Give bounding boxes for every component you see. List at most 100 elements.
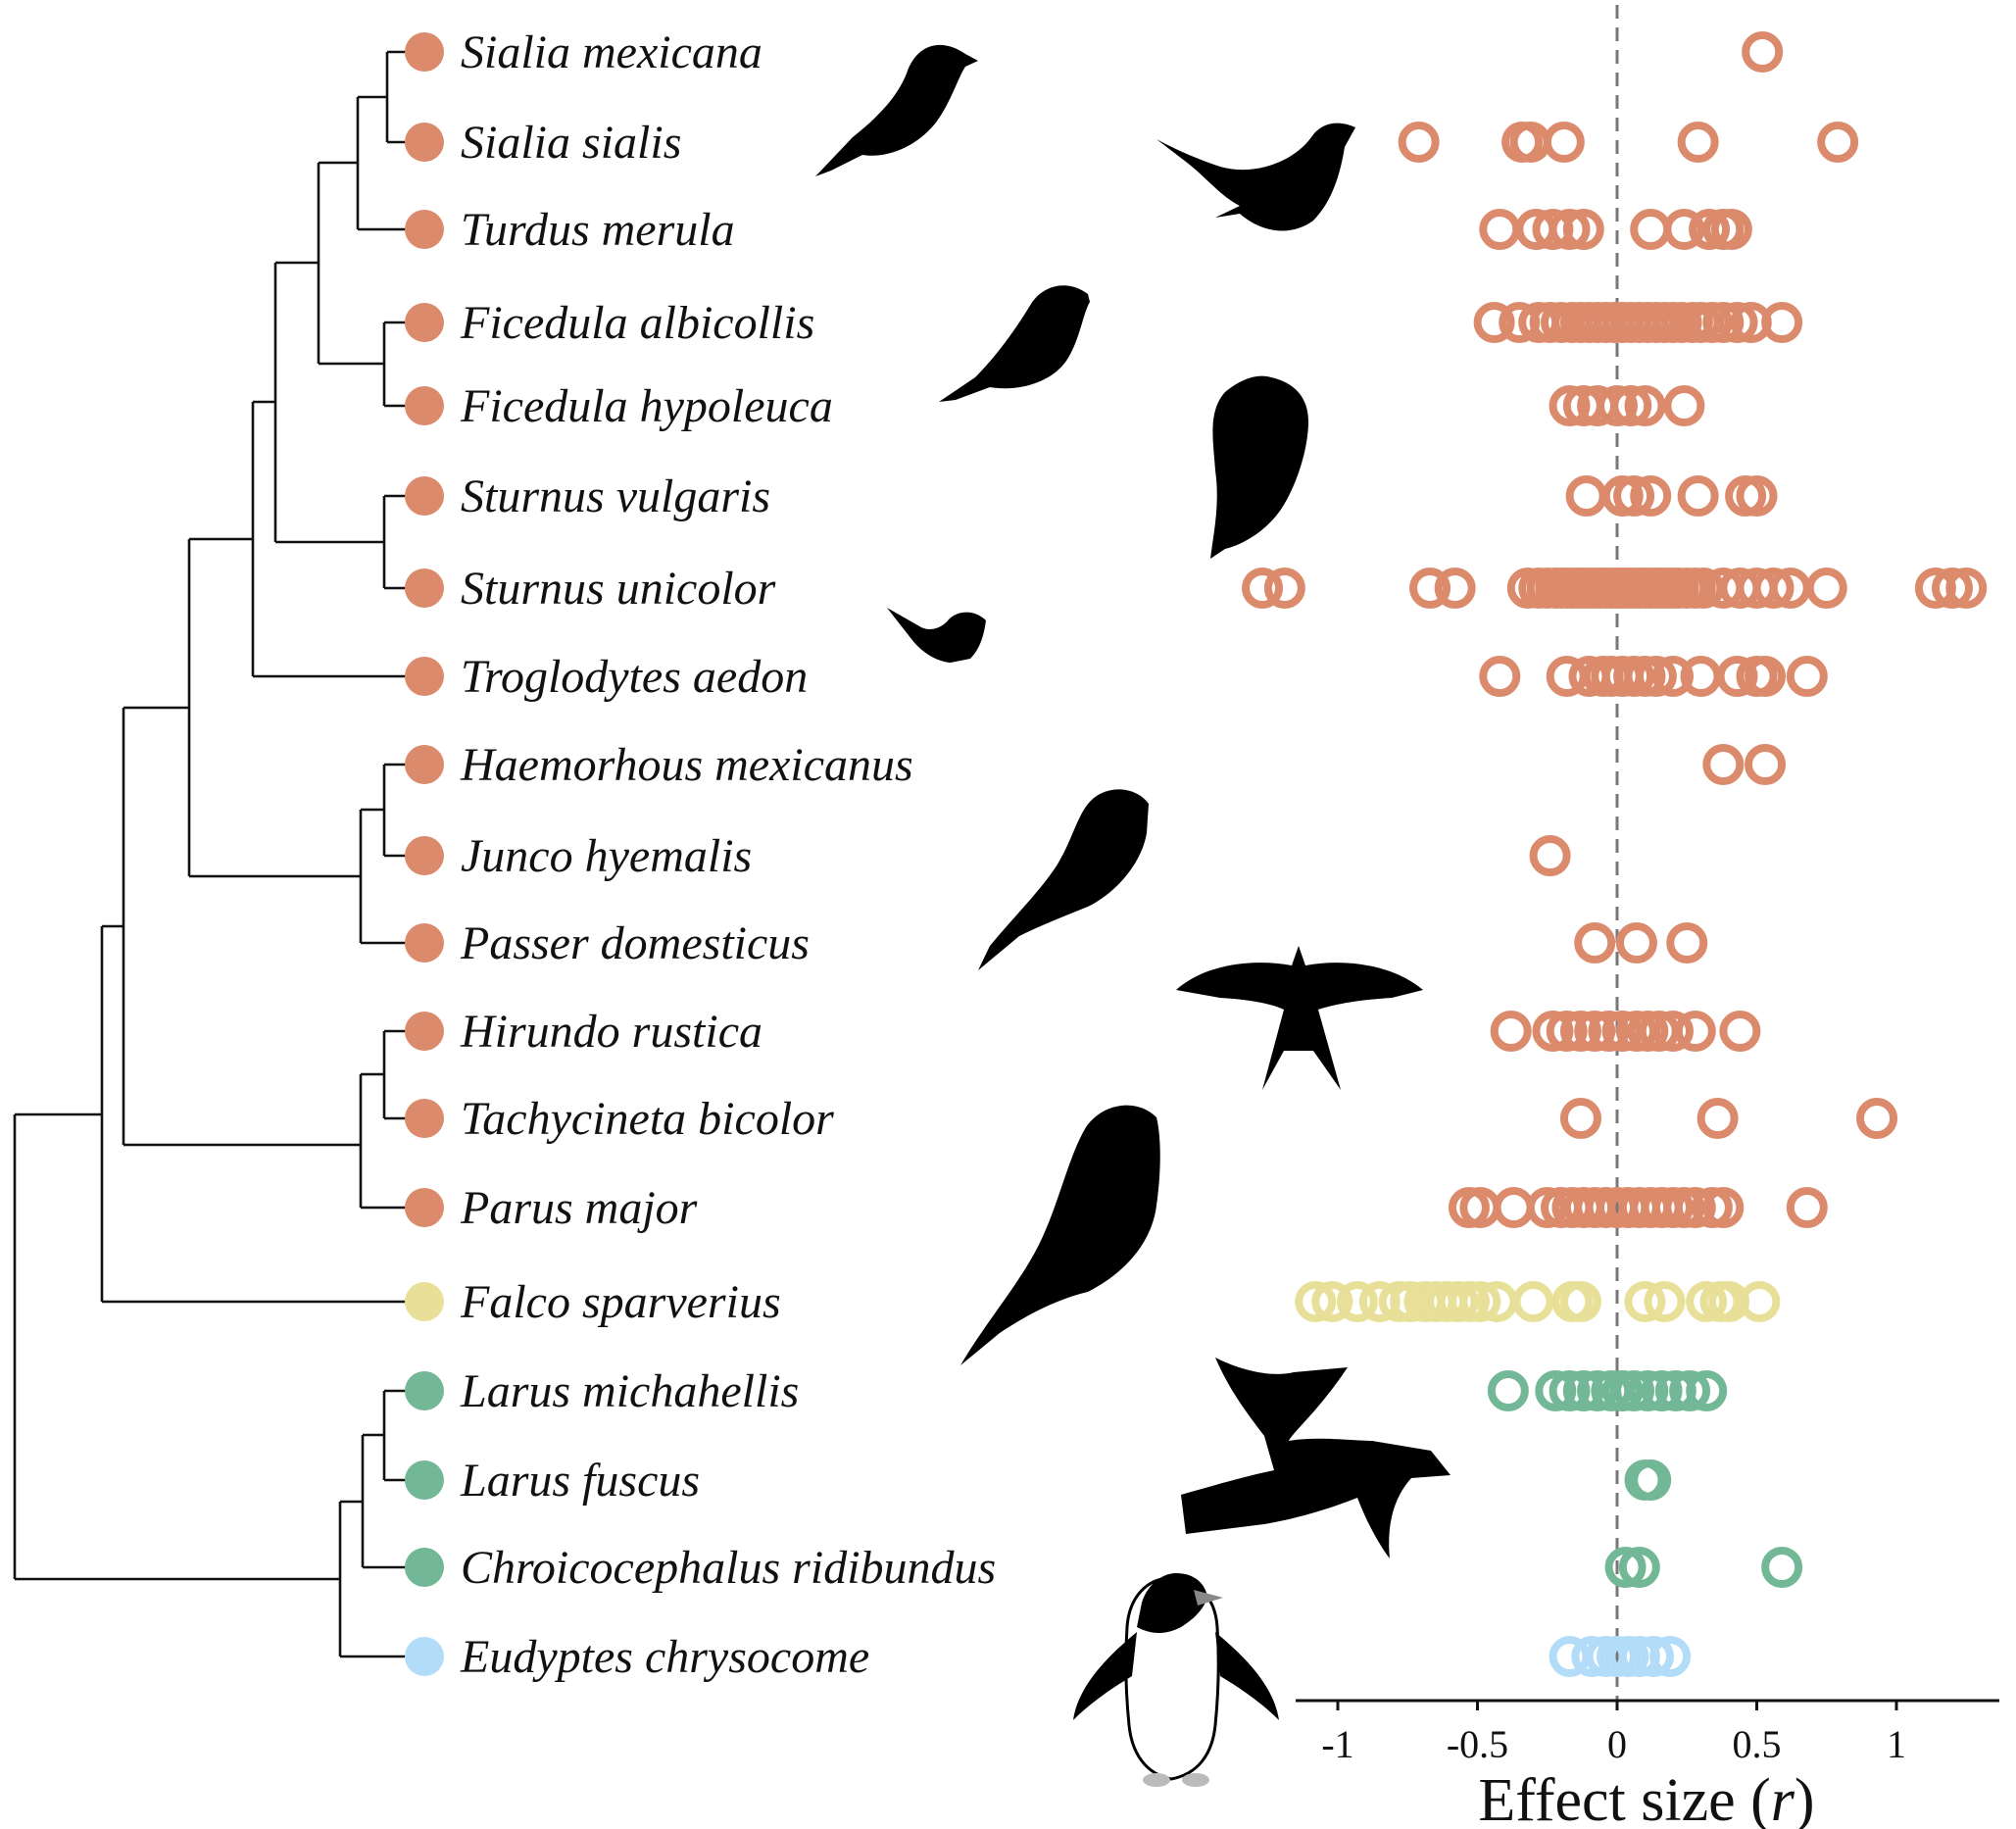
point-sialia-sialis-4 — [1677, 122, 1719, 163]
tree-branch-passerida — [122, 706, 361, 1147]
point-sturnus-unicolor-36 — [1752, 568, 1795, 609]
point-sturnus-unicolor-38 — [1805, 568, 1847, 609]
point-turdus-merula-5 — [1630, 209, 1672, 250]
species-label-haemorhous-mexicanus: Haemorhous mexicanus — [460, 739, 913, 791]
tip-marker-larus-michahellis — [405, 1371, 444, 1410]
x-axis-title: Effect size (r) — [1478, 1767, 1814, 1829]
point-hirundo-rustica-1 — [1532, 1011, 1574, 1052]
point-hirundo-rustica-4 — [1574, 1011, 1616, 1052]
tree-branch-root — [13, 1112, 340, 1581]
bird-silhouettes — [815, 44, 1451, 1787]
point-falco-sparverius-18 — [1686, 1281, 1728, 1322]
point-sturnus-unicolor-40 — [1932, 568, 1973, 609]
point-ficedula-hypoleuca-4 — [1610, 385, 1652, 426]
species-label-troglodytes-aedon: Troglodytes aedon — [461, 651, 808, 703]
point-sturnus-unicolor-0 — [1242, 568, 1284, 609]
point-turdus-merula-3 — [1549, 209, 1591, 250]
point-falco-sparverius-21 — [1739, 1281, 1781, 1322]
x-tick-label-4: 1 — [1887, 1722, 1906, 1766]
tip-marker-haemorhous-mexicanus — [405, 745, 444, 784]
species-label-turdus-merula: Turdus merula — [461, 204, 735, 256]
species-label-hirundo-rustica: Hirundo rustica — [460, 1006, 762, 1058]
point-falco-sparverius-1 — [1311, 1281, 1353, 1322]
tree-branch-sturnus — [382, 494, 406, 590]
point-hirundo-rustica-2 — [1546, 1011, 1588, 1052]
point-hirundo-rustica-12 — [1719, 1011, 1761, 1052]
x-tick-label-2: 0 — [1607, 1722, 1627, 1766]
species-label-parus-major: Parus major — [460, 1182, 698, 1234]
tip-marker-sturnus-unicolor — [405, 568, 444, 608]
point-larus-michahellis-7 — [1613, 1370, 1655, 1411]
point-tachycineta-bicolor-0 — [1559, 1098, 1601, 1139]
point-sialia-mexicana-0 — [1742, 31, 1784, 73]
species-label-sialia-sialis: Sialia sialis — [461, 117, 681, 169]
tree-branch-larus — [382, 1389, 406, 1482]
point-ficedula-hypoleuca-3 — [1597, 385, 1638, 426]
bluebird-silhouette — [815, 44, 978, 176]
tip-marker-chroicocephalus-ridibundus — [405, 1548, 444, 1587]
point-falco-sparverius-17 — [1644, 1281, 1686, 1322]
point-hirundo-rustica-0 — [1490, 1011, 1532, 1052]
point-falco-sparverius-2 — [1336, 1281, 1378, 1322]
point-ficedula-hypoleuca-0 — [1549, 385, 1591, 426]
tip-marker-parus-major — [405, 1188, 444, 1227]
point-larus-michahellis-1 — [1535, 1370, 1577, 1411]
tip-marker-ficedula-albicollis — [405, 303, 444, 342]
point-sturnus-unicolor-3 — [1434, 568, 1476, 609]
point-larus-michahellis-9 — [1641, 1370, 1683, 1411]
point-turdus-merula-7 — [1689, 209, 1731, 250]
point-ficedula-hypoleuca-6 — [1663, 385, 1705, 426]
point-larus-michahellis-0 — [1487, 1370, 1529, 1411]
point-falco-sparverius-11 — [1459, 1281, 1501, 1322]
point-hirundo-rustica-3 — [1559, 1011, 1601, 1052]
point-sturnus-unicolor-41 — [1945, 568, 1988, 609]
point-parus-major-16 — [1674, 1187, 1716, 1228]
sparrow-silhouette — [978, 789, 1149, 970]
point-larus-michahellis-12 — [1686, 1370, 1728, 1411]
species-label-ficedula-albicollis: Ficedula albicollis — [460, 297, 814, 349]
starling-silhouette — [1210, 375, 1308, 559]
point-troglodytes-aedon-0 — [1479, 656, 1521, 697]
tip-marker-sialia-mexicana — [405, 32, 444, 72]
effect-size-points — [1242, 31, 1988, 1677]
tree-branch-turdini — [356, 95, 406, 231]
point-falco-sparverius-0 — [1295, 1281, 1337, 1322]
point-troglodytes-aedon-13 — [1745, 656, 1787, 697]
point-turdus-merula-0 — [1479, 209, 1521, 250]
tip-marker-junco-hyemalis — [405, 836, 444, 875]
point-falco-sparverius-16 — [1624, 1281, 1666, 1322]
point-troglodytes-aedon-14 — [1786, 656, 1828, 697]
point-sturnus-vulgaris-6 — [1736, 475, 1778, 517]
species-label-larus-fuscus: Larus fuscus — [460, 1455, 700, 1507]
x-tick-label-0: -1 — [1321, 1722, 1353, 1766]
point-hirundo-rustica-10 — [1652, 1011, 1694, 1052]
point-larus-michahellis-3 — [1562, 1370, 1604, 1411]
point-tachycineta-bicolor-2 — [1856, 1098, 1898, 1139]
point-passer-domesticus-0 — [1574, 922, 1616, 964]
point-ficedula-hypoleuca-5 — [1624, 385, 1666, 426]
point-chroicocephalus-ridibundus-1 — [1618, 1547, 1660, 1588]
point-turdus-merula-4 — [1562, 209, 1604, 250]
tree-branch-waterbirds — [338, 1500, 406, 1658]
x-tick-label-1: -0.5 — [1447, 1722, 1508, 1766]
phylogenetic-tree — [13, 50, 406, 1658]
tree-branch-sialia — [385, 50, 406, 144]
point-ficedula-albicollis-25 — [1761, 302, 1803, 343]
species-label-larus-michahellis: Larus michahellis — [460, 1365, 799, 1417]
tree-branch-muscicapoidea-sturnidae — [273, 261, 384, 544]
swallow-silhouette — [1176, 946, 1423, 1090]
point-passer-domesticus-2 — [1666, 922, 1708, 964]
point-troglodytes-aedon-8 — [1635, 656, 1677, 697]
point-sturnus-vulgaris-0 — [1565, 475, 1607, 517]
point-sturnus-vulgaris-2 — [1613, 475, 1655, 517]
penguin-illustration — [1073, 1573, 1279, 1787]
point-turdus-merula-6 — [1663, 209, 1705, 250]
species-label-junco-hyemalis: Junco hyemalis — [461, 830, 752, 882]
point-sialia-sialis-3 — [1543, 122, 1585, 163]
point-parus-major-19 — [1786, 1187, 1828, 1228]
point-sturnus-vulgaris-4 — [1677, 475, 1719, 517]
tip-marker-sturnus-vulgaris — [405, 476, 444, 516]
point-troglodytes-aedon-9 — [1652, 656, 1694, 697]
